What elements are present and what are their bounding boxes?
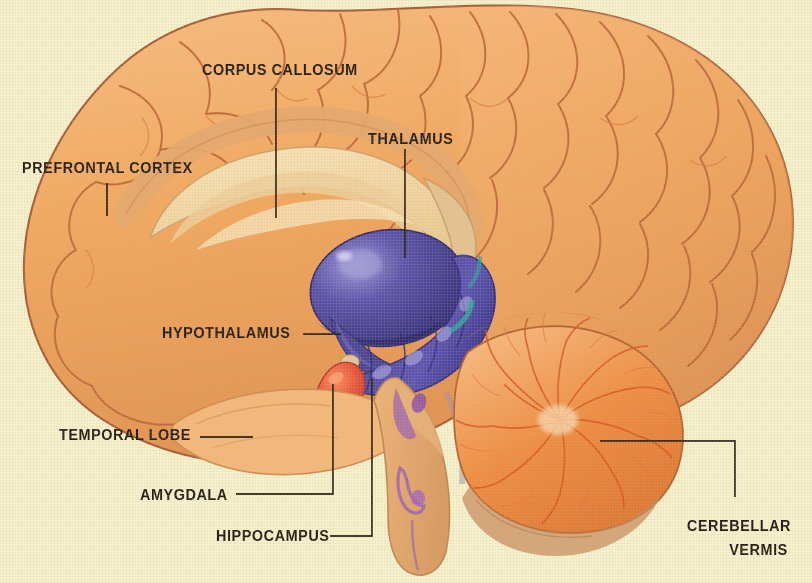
cerebellar-vermis-leader <box>600 440 736 497</box>
label-corpus-callosum: CORPUS CALLOSUM <box>202 62 358 79</box>
label-cerebellar-vermis-line1: CEREBELLAR <box>686 518 792 535</box>
hippocampus-leader <box>330 378 373 537</box>
label-hypothalamus: HYPOTHALAMUS <box>162 325 291 342</box>
leader-lines <box>106 88 736 537</box>
amygdala-leader <box>236 384 334 495</box>
label-temporal-lobe: TEMPORAL LOBE <box>59 427 191 444</box>
label-thalamus: THALAMUS <box>368 131 454 148</box>
label-cerebellar-vermis-line2: VERMIS <box>729 542 788 559</box>
label-amygdala: AMYGDALA <box>140 487 228 504</box>
label-hippocampus: HIPPOCAMPUS <box>216 528 330 545</box>
label-prefrontal-cortex: PREFRONTAL CORTEX <box>22 160 193 177</box>
